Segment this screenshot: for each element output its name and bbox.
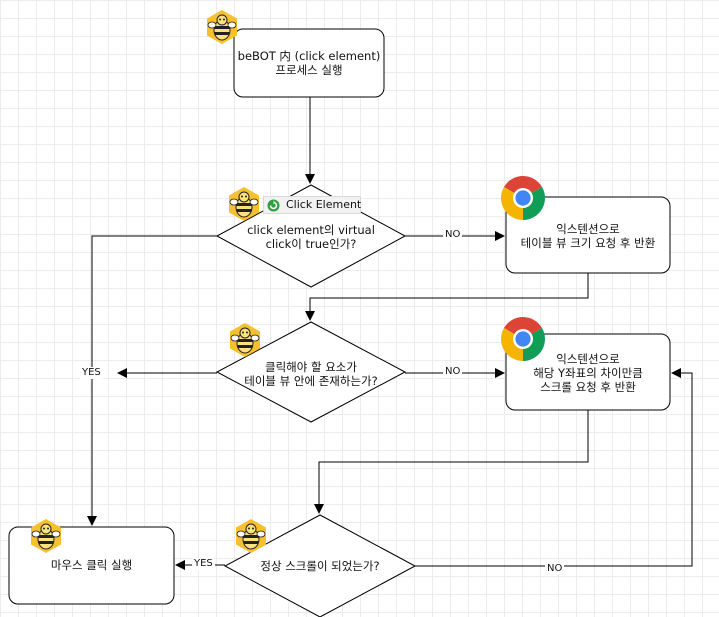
table-size-text: 익스텐션으로 테이블 뷰 크기 요청 후 반환 xyxy=(520,222,656,250)
edge-label-no: NO xyxy=(443,366,463,378)
chrome-icon xyxy=(499,174,547,226)
start-process-box[interactable] xyxy=(233,28,385,98)
edge-virtual-yes xyxy=(87,235,217,526)
click-element-label: Click Element xyxy=(286,198,362,211)
start-process-text: beBOT 内 (click element) 프로세스 실행 xyxy=(237,49,381,77)
bee-icon xyxy=(226,186,262,226)
click-element-tag[interactable]: Click Element xyxy=(263,196,361,214)
edge-label-no: NO xyxy=(545,563,565,575)
inside-view-text: 클릭해야 할 요소가 테이블 뷰 안에 존재하는가? xyxy=(244,360,378,388)
edge-label-yes: YES xyxy=(80,367,103,379)
edge-size-to-inside xyxy=(305,273,589,321)
edge-scroll-to-check xyxy=(314,410,589,514)
bee-icon xyxy=(204,9,240,49)
scroll-ok-text: 정상 스크롤이 되었는가? xyxy=(260,559,380,573)
virtual-click-text: click element의 virtual click이 true인가? xyxy=(247,223,375,251)
inside-view-decision[interactable] xyxy=(215,321,407,423)
bee-icon xyxy=(227,322,263,362)
bee-icon xyxy=(28,518,64,558)
edge-label-yes: YES xyxy=(192,558,215,570)
bee-icon xyxy=(233,518,269,558)
edge-label-no: NO xyxy=(443,229,463,241)
chrome-icon xyxy=(499,315,547,367)
scroll-request-text: 익스텐션으로 해당 Y좌표의 차이만큼 스크롤 요청 후 반환 xyxy=(533,352,643,394)
refresh-icon xyxy=(267,199,280,217)
mouse-click-text: 마우스 클릭 실행 xyxy=(50,558,133,572)
